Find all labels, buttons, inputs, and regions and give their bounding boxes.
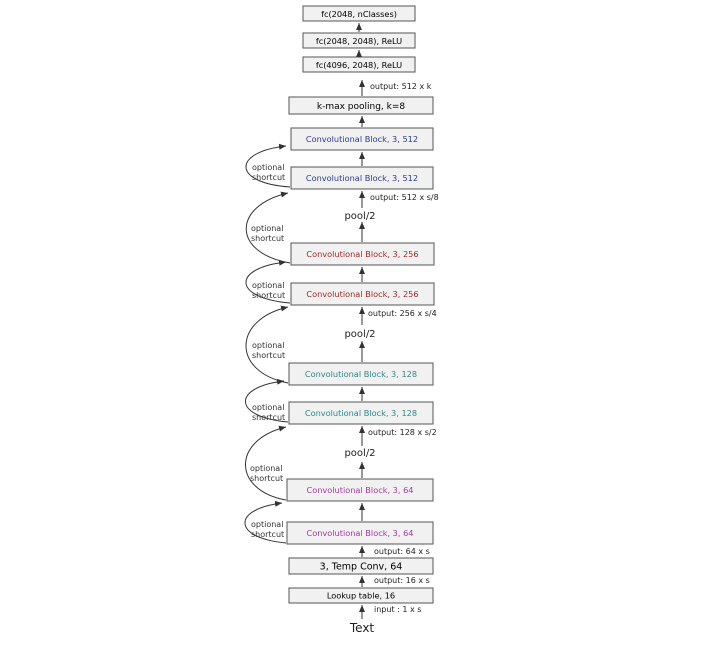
block-kmax-pooling-label: k-max pooling, k=8 bbox=[317, 102, 406, 112]
conv-block-128-b-label: Convolutional Block, 3, 128 bbox=[305, 369, 417, 379]
output-note: output: 128 x s/2 bbox=[368, 428, 437, 437]
shortcut-label: shortcut bbox=[252, 291, 285, 300]
shortcut-label: shortcut bbox=[250, 474, 283, 483]
shortcut-label: shortcut bbox=[251, 530, 284, 539]
shortcut-arrows bbox=[244, 143, 291, 544]
conv-block-256-b: Convolutional Block, 3, 256 bbox=[290, 242, 435, 266]
shortcut-label: optional bbox=[252, 403, 284, 412]
conv-block-128-b: Convolutional Block, 3, 128 bbox=[288, 362, 434, 386]
conv-block-128-a: Convolutional Block, 3, 128 bbox=[288, 401, 434, 425]
pool-label: pool/2 bbox=[344, 211, 375, 222]
pool-labels: pool/2 pool/2 pool/2 bbox=[344, 211, 375, 459]
shortcut-label: shortcut bbox=[252, 351, 285, 360]
shortcut-label: optional bbox=[251, 224, 283, 233]
curved-arrow-icon bbox=[245, 143, 291, 188]
conv-block-512-a: Convolutional Block, 3, 512 bbox=[290, 166, 434, 190]
input-text-label: Text bbox=[349, 621, 375, 635]
output-note: output: 512 x k bbox=[370, 82, 432, 91]
shortcut-label: shortcut bbox=[252, 413, 285, 422]
curved-arrow-icon bbox=[245, 259, 291, 304]
conv-block-64-b-label: Convolutional Block, 3, 64 bbox=[307, 485, 414, 495]
block-kmax-pooling: k-max pooling, k=8 bbox=[288, 96, 434, 115]
flow-arrows bbox=[356, 23, 365, 619]
curved-arrow-icon bbox=[245, 305, 289, 384]
conv-block-512-a-label: Convolutional Block, 3, 512 bbox=[306, 173, 418, 183]
conv-block-256-a: Convolutional Block, 3, 256 bbox=[290, 282, 435, 306]
shortcut-label: optional bbox=[251, 520, 283, 529]
block-fc-output-label: fc(2048, nClasses) bbox=[321, 9, 397, 19]
shortcut-label: optional bbox=[252, 341, 284, 350]
block-fc-2048: fc(2048, 2048), ReLU bbox=[302, 32, 416, 49]
block-fc-2048-label: fc(2048, 2048), ReLU bbox=[316, 36, 402, 46]
block-fc-output: fc(2048, nClasses) bbox=[302, 5, 416, 22]
shortcut-label: optional bbox=[252, 281, 284, 290]
conv-block-64-a-label: Convolutional Block, 3, 64 bbox=[307, 528, 414, 538]
shortcut-label: optional bbox=[250, 464, 282, 473]
shortcut-label: optional bbox=[252, 163, 284, 172]
pool-label: pool/2 bbox=[344, 329, 375, 340]
conv-block-128-a-label: Convolutional Block, 3, 128 bbox=[305, 408, 417, 418]
block-temp-conv-label: 3, Temp Conv, 64 bbox=[320, 562, 403, 573]
conv-block-64-a: Convolutional Block, 3, 64 bbox=[286, 521, 434, 545]
shortcut-label: shortcut bbox=[252, 173, 285, 182]
output-note: output: 256 x s/4 bbox=[368, 309, 437, 318]
curved-arrow-icon bbox=[244, 500, 287, 544]
block-lookup-table: Lookup table, 16 bbox=[288, 587, 434, 604]
shortcut-labels: optional shortcut optional shortcut opti… bbox=[250, 163, 285, 539]
conv-block-256-a-label: Convolutional Block, 3, 256 bbox=[306, 289, 418, 299]
curved-arrow-icon bbox=[245, 191, 291, 264]
conv-block-64-b: Convolutional Block, 3, 64 bbox=[286, 478, 434, 502]
block-fc-4096: fc(4096, 2048), ReLU bbox=[302, 56, 416, 73]
pool-label: pool/2 bbox=[344, 448, 375, 459]
output-note: output: 16 x s bbox=[374, 576, 430, 585]
conv-block-512-b-label: Convolutional Block, 3, 512 bbox=[306, 134, 418, 144]
curved-arrow-icon bbox=[245, 378, 289, 423]
shortcut-label: shortcut bbox=[251, 234, 284, 243]
conv-block-512-b: Convolutional Block, 3, 512 bbox=[290, 127, 434, 151]
output-note: input : 1 x s bbox=[374, 605, 421, 614]
block-temp-conv: 3, Temp Conv, 64 bbox=[288, 557, 434, 575]
block-fc-4096-label: fc(4096, 2048), ReLU bbox=[316, 60, 402, 70]
curved-arrow-icon bbox=[245, 425, 287, 501]
block-lookup-table-label: Lookup table, 16 bbox=[327, 591, 395, 601]
conv-block-256-b-label: Convolutional Block, 3, 256 bbox=[306, 249, 418, 259]
output-notes: output: 512 x k output: 512 x s/8 output… bbox=[368, 82, 439, 614]
output-note: output: 64 x s bbox=[374, 547, 430, 556]
output-note: output: 512 x s/8 bbox=[370, 193, 439, 202]
